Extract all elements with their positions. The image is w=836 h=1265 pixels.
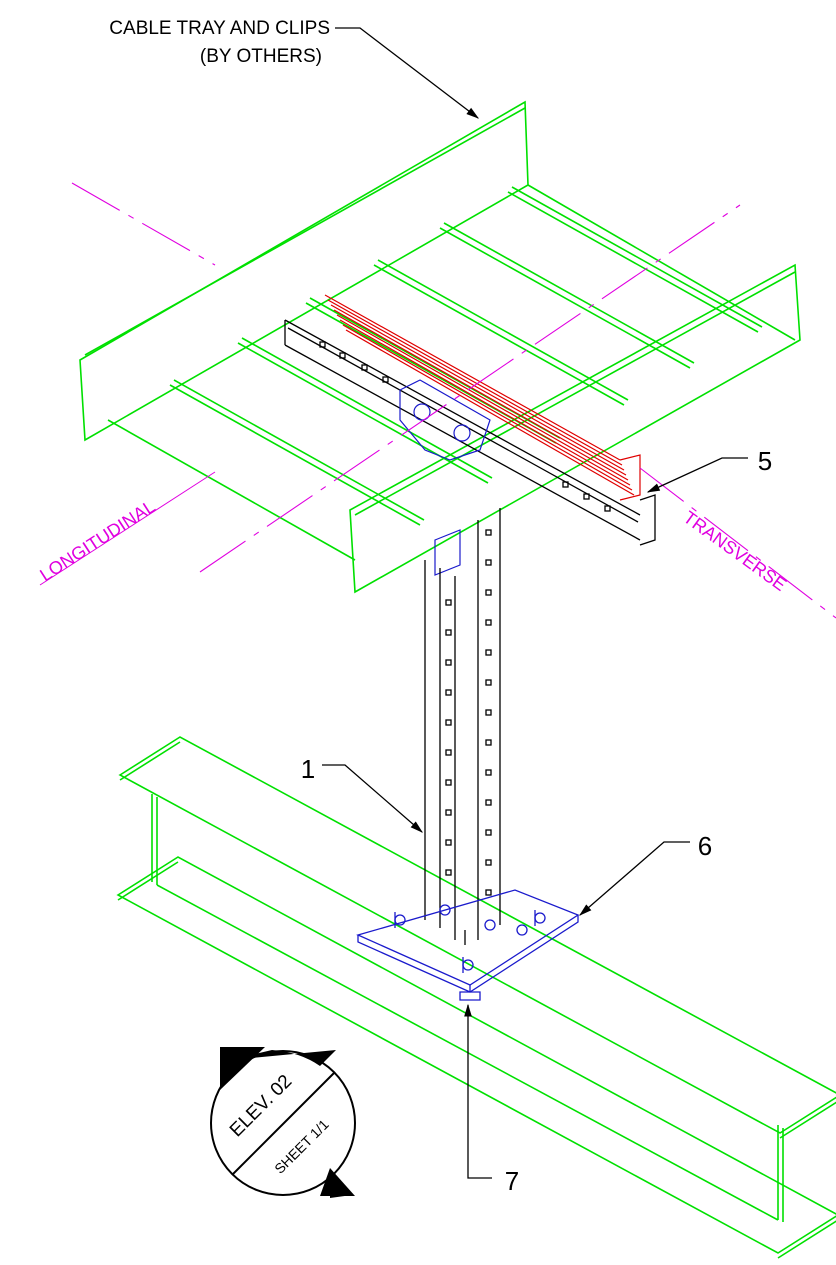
strut-bracket <box>399 379 491 576</box>
leader-item1 <box>322 764 423 833</box>
centerlines <box>71 182 836 619</box>
callout-item1: 1 <box>301 754 315 784</box>
leader-lines <box>322 27 748 1179</box>
cable-tray <box>79 100 801 594</box>
cables <box>324 294 641 501</box>
transverse-label: TRANSVERSE <box>680 507 790 595</box>
leader-item5 <box>646 457 748 493</box>
floor-i-beam <box>116 736 836 1259</box>
tray-label-line2: (BY OTHERS) <box>200 46 322 67</box>
vertical-strut-column <box>424 508 501 945</box>
base-plate <box>356 889 580 1001</box>
longitudinal-underline <box>39 471 216 586</box>
tray-label-line1: CABLE TRAY AND CLIPS <box>109 18 330 39</box>
leader-tray <box>335 27 480 119</box>
leader-item6 <box>579 841 690 916</box>
elevation-stamp: ELEV. 02 SHEET 1/1 <box>210 1047 356 1198</box>
callout-item6: 6 <box>698 831 712 861</box>
longitudinal-label: LONGITUDINAL <box>36 496 158 585</box>
callout-item5: 5 <box>758 446 772 476</box>
leader-item7 <box>464 1003 492 1179</box>
callout-item7: 7 <box>505 1166 519 1196</box>
